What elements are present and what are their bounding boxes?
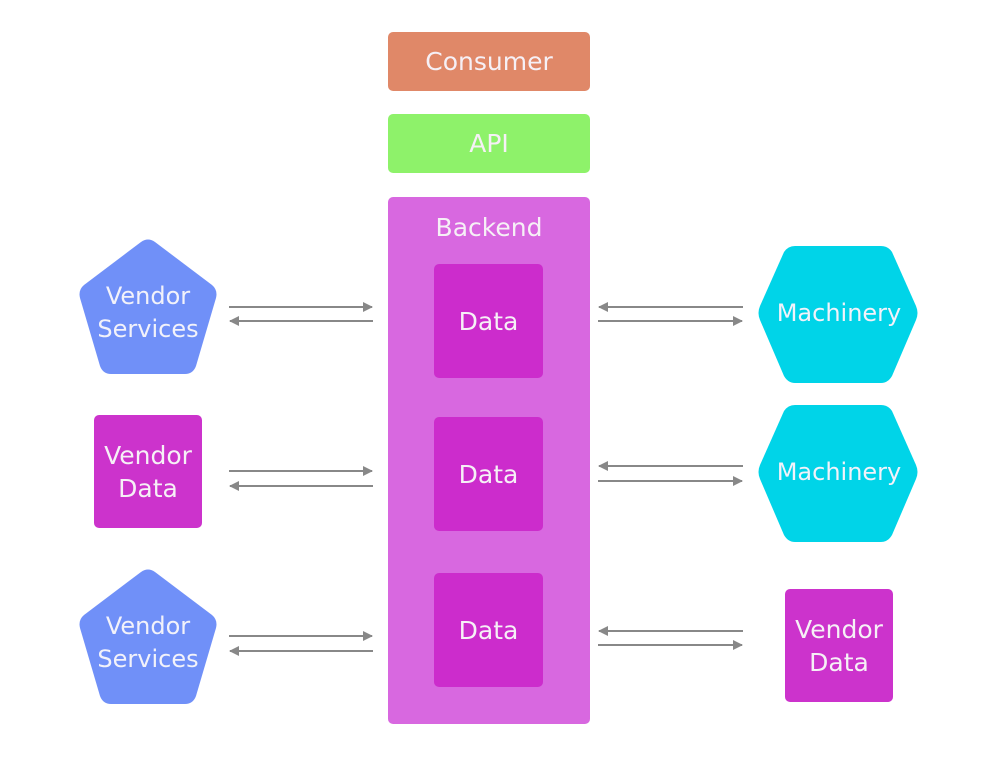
backend-data-block: Data (434, 573, 543, 687)
machinery-hexagon (758, 246, 918, 383)
machinery-hexagon (758, 405, 918, 542)
arrow-pair-right-2 (598, 461, 743, 486)
vendor-data-label-line2: Data (118, 473, 178, 503)
backend-data-block: Data (434, 264, 543, 378)
consumer-node: Consumer (388, 32, 590, 91)
arrow-pair-left-2 (229, 466, 373, 491)
backend-label: Backend (435, 213, 543, 242)
vendor-data-label-line2: Data (809, 647, 869, 677)
machinery-label: Machinery (776, 299, 902, 327)
data-label: Data (458, 459, 519, 489)
api-node: API (388, 114, 590, 173)
arrow-pair-right-3 (598, 626, 743, 650)
data-label: Data (458, 306, 519, 336)
vendor-services-pentagon (79, 239, 217, 374)
arrow-pair-right-1 (598, 302, 743, 326)
vendor-data-label-line1: Vendor (104, 440, 192, 470)
backend-data-block: Data (434, 417, 543, 531)
data-label: Data (458, 615, 519, 645)
arrow-pair-left-3 (229, 631, 373, 656)
vendor-data-label-line1: Vendor (795, 614, 883, 644)
consumer-label: Consumer (425, 47, 553, 76)
api-label: API (469, 129, 509, 158)
vendor-services-pentagon (79, 569, 217, 704)
arrow-pair-left-1 (229, 302, 373, 326)
machinery-label: Machinery (776, 458, 902, 486)
